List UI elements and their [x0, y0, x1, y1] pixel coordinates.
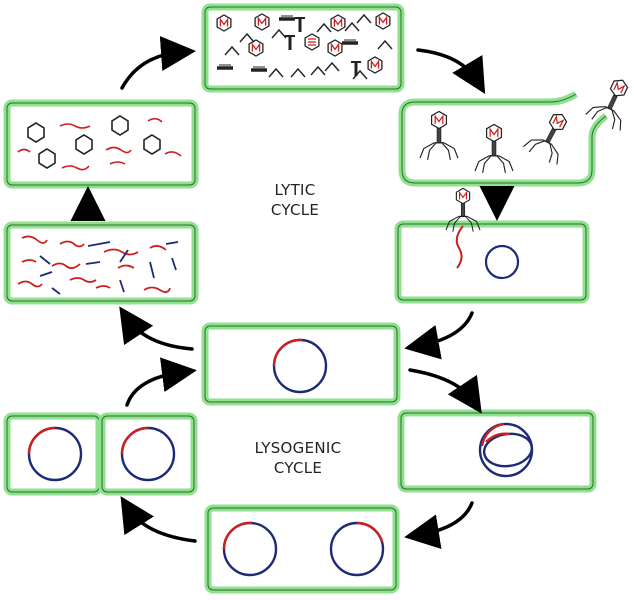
injected-viral-dna [455, 225, 464, 269]
cell-top-assembly [201, 3, 405, 93]
capsid-hexagon-icon [327, 39, 343, 57]
tail-fiber-icon [585, 106, 606, 115]
tail-fiber-icon [591, 106, 608, 120]
tail-fiber-icon [498, 155, 514, 172]
tail-fiber-icon [611, 109, 616, 130]
arrow-to-right-prophage [408, 368, 482, 414]
tail-fiber-icon [467, 215, 481, 231]
arrow-into-center [404, 311, 474, 360]
cell-left-replication [3, 221, 199, 305]
tail-fiber-icon [613, 110, 622, 131]
cell-upper-left-capsids [3, 99, 199, 189]
viral-dna-strand [164, 151, 182, 157]
tail-fiber-icon [465, 216, 474, 232]
dividing-chromosomes [222, 521, 385, 577]
prophage-chromosome [478, 422, 534, 478]
capsid-hexagon-icon [254, 13, 270, 31]
cell-center-integration [201, 322, 401, 406]
capsid-hexagon-icon [375, 12, 391, 30]
viral-dna-strand [105, 146, 132, 154]
replicating-dna [17, 235, 179, 295]
tail-fiber-icon [474, 155, 490, 172]
cell-lysis-burst [398, 90, 609, 187]
arrow-to-lysis [416, 48, 486, 95]
viral-dna-strand [59, 123, 91, 129]
tail-fiber-icon [419, 142, 435, 159]
cell-right-prophage [397, 409, 597, 493]
capsid-hexagon-icon [111, 115, 129, 136]
capsid-hexagon-icon [430, 110, 448, 130]
tail-fiber-icon [496, 155, 506, 174]
capsid-hexagon-icon [75, 134, 93, 155]
capsid-hexagon-icon [609, 79, 629, 97]
tail-fiber-icon [443, 142, 459, 159]
bacteriophage-icon [523, 113, 568, 165]
tail-fiber-icon [427, 142, 437, 161]
capsid-hexagon-icon [27, 122, 45, 143]
arrow-daughters-to-center [125, 357, 197, 407]
arrow-to-left-replication [119, 306, 194, 351]
host-chromosome [484, 244, 520, 280]
arrow-to-bottom [404, 501, 474, 549]
arrow-to-daughters [120, 496, 197, 543]
capsid-hexagon-icon [216, 14, 232, 32]
bacteriophage-icon [419, 110, 459, 161]
cell-bottom-division [204, 504, 400, 594]
viral-parts-assembly [216, 12, 393, 80]
capsid-hexagon-icon [330, 14, 346, 32]
capsid-hexagon-icon [248, 39, 264, 57]
infecting-phage [445, 187, 520, 280]
capsids-and-dna [17, 115, 182, 171]
integrated-chromosome [272, 338, 328, 394]
viral-dna-strand [61, 165, 90, 171]
tail-fiber-icon [482, 155, 492, 174]
capsid-hexagon-icon [367, 56, 383, 74]
viral-dna-strand [147, 117, 163, 123]
lysogenic-label-line1: LYSOGENIC [254, 439, 342, 457]
lytic-label-line1: LYTIC [274, 181, 316, 199]
tail-fiber-icon [548, 143, 553, 163]
released-phages [419, 79, 629, 174]
tail-fiber-icon [452, 216, 461, 232]
tail-fiber-icon [441, 142, 451, 161]
daughter-chromosomes [27, 426, 176, 482]
lysogenic-cycle-label: LYSOGENIC CYCLE [238, 438, 358, 478]
tail-fiber-icon [445, 215, 459, 231]
capsid-hexagon-icon [38, 148, 56, 169]
bacteriophage-icon [445, 187, 481, 232]
cell-left-daughter-b [98, 412, 198, 496]
lytic-cycle-label: LYTIC CYCLE [250, 180, 340, 220]
lysogenic-label-line2: CYCLE [273, 459, 323, 477]
lytic-label-line2: CYCLE [270, 201, 320, 219]
capsid-hexagon-icon [143, 134, 161, 155]
viral-dna-strand [17, 148, 31, 153]
tail-fiber-icon [551, 144, 559, 165]
bacteriophage-icon [474, 123, 514, 174]
capsid-hexagon-icon [455, 187, 471, 205]
bacteriophage-icon [585, 79, 629, 131]
viral-dna-strand [109, 161, 126, 165]
capsid-hexagon-icon [485, 123, 503, 143]
tail-fiber-icon [528, 140, 545, 153]
arrow-to-assembly [120, 36, 196, 90]
cell-right-infection [394, 220, 590, 304]
tail-fiber-icon [523, 139, 544, 148]
